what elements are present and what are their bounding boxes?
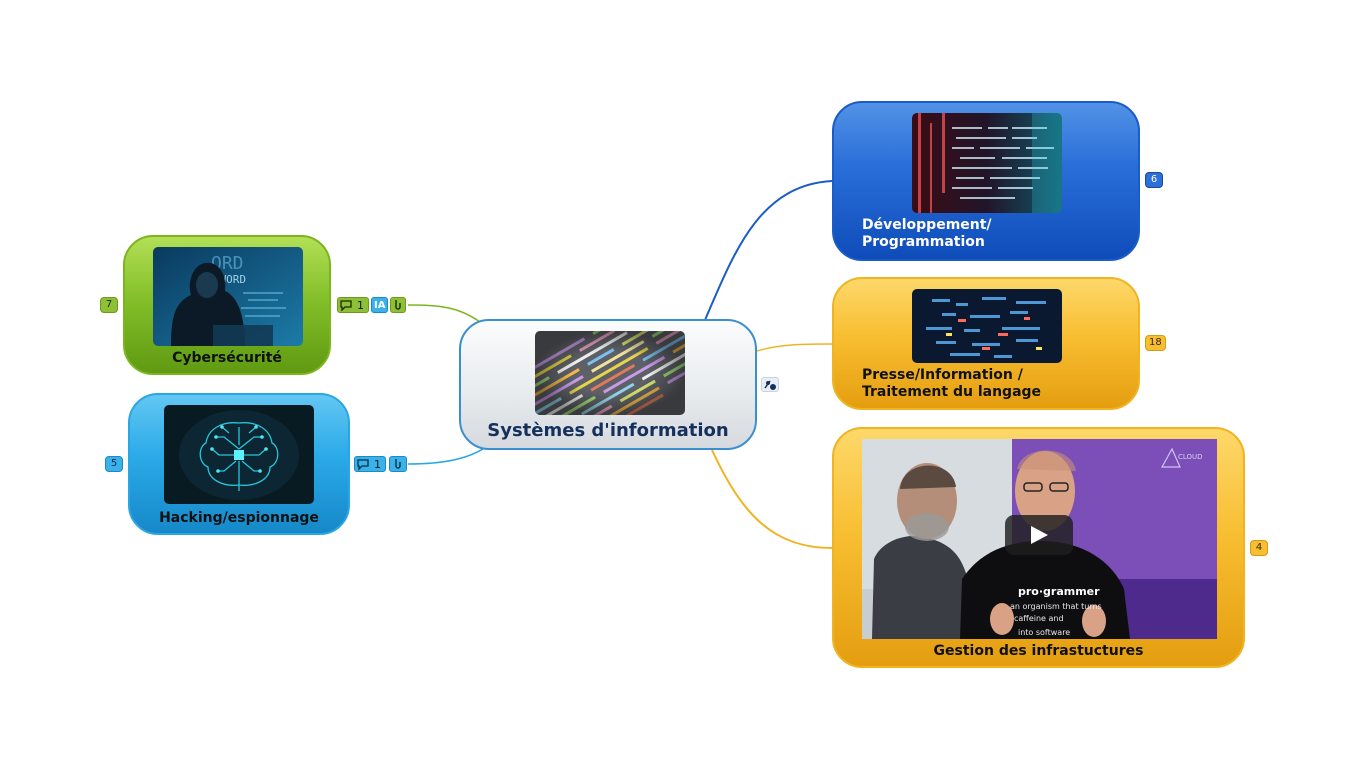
topic-presse-title: Presse/Information / Traitement du langa… bbox=[862, 367, 1041, 401]
cyber-comment-chip[interactable]: 1 bbox=[337, 297, 369, 313]
link-center-presse bbox=[756, 343, 833, 352]
shirt-line1-text: an organism that turns bbox=[1010, 602, 1102, 611]
shirt-line2-text: caffeine and bbox=[1014, 614, 1064, 623]
logo-text: CLOUD bbox=[1178, 453, 1203, 461]
presse-title-line2: Traitement du langage bbox=[862, 384, 1042, 400]
link-center-dev bbox=[704, 180, 833, 321]
cloud-logo: CLOUD bbox=[1160, 447, 1203, 468]
attachment-icon bbox=[395, 300, 401, 310]
video-thumbnail[interactable]: pro·grammer an organism that turns caffe… bbox=[862, 439, 1217, 639]
circuit-brain-image bbox=[164, 405, 314, 504]
shirt-title-text: pro·grammer bbox=[1018, 585, 1100, 598]
topic-infrastructures-title: Gestion des infrastuctures bbox=[933, 643, 1144, 659]
dev-title-line2: Programmation bbox=[862, 234, 985, 250]
infra-count-badge[interactable]: 4 bbox=[1250, 540, 1268, 556]
topic-developpement-title: Développement/ Programmation bbox=[862, 217, 992, 251]
code-image bbox=[535, 331, 685, 415]
hacking-comment-chip[interactable]: 1 bbox=[354, 456, 386, 472]
topic-infrastructures[interactable]: pro·grammer an organism that turns caffe… bbox=[832, 427, 1245, 668]
hacking-count-badge[interactable]: 5 bbox=[105, 456, 123, 472]
data-stream-image bbox=[912, 289, 1062, 363]
shirt-line3-text: into software bbox=[1018, 628, 1070, 637]
attachment-icon bbox=[395, 459, 401, 469]
cyber-attachment-chip[interactable] bbox=[390, 297, 406, 313]
presse-count-badge[interactable]: 18 bbox=[1145, 335, 1166, 351]
topic-cybersecurite[interactable]: ORD PASSWORD Cybersécurité bbox=[123, 235, 331, 375]
code-screens-image bbox=[912, 113, 1062, 213]
topic-hacking-title: Hacking/espionnage bbox=[159, 510, 319, 526]
ai-tag-icon[interactable]: IA bbox=[371, 297, 388, 313]
link-center-infra bbox=[711, 449, 833, 549]
comment-icon bbox=[340, 300, 352, 312]
topic-hacking[interactable]: Hacking/espionnage bbox=[128, 393, 350, 535]
hooded-hacker-image: ORD PASSWORD bbox=[153, 247, 303, 346]
topic-cybersecurite-title: Cybersécurité bbox=[172, 350, 282, 366]
ai-tag-label: IA bbox=[374, 300, 386, 311]
topic-developpement[interactable]: Développement/ Programmation bbox=[832, 101, 1140, 261]
central-topic-node[interactable]: Systèmes d'information bbox=[459, 319, 757, 450]
comment-icon bbox=[357, 459, 369, 471]
hacking-comment-count: 1 bbox=[374, 458, 381, 471]
play-icon bbox=[1031, 526, 1048, 544]
play-button[interactable] bbox=[1005, 515, 1073, 555]
presse-title-line1: Presse/Information / bbox=[862, 367, 1023, 383]
cyber-count-badge[interactable]: 7 bbox=[100, 297, 118, 313]
link-center-cyber bbox=[407, 304, 485, 326]
dev-count-badge[interactable]: 6 bbox=[1145, 172, 1163, 188]
hacking-attachment-chip[interactable] bbox=[389, 456, 407, 472]
central-topic-title: Systèmes d'information bbox=[487, 420, 729, 441]
dev-title-line1: Développement/ bbox=[862, 217, 992, 233]
relationship-icon[interactable] bbox=[761, 377, 779, 392]
cyber-comment-count: 1 bbox=[357, 299, 364, 312]
topic-presse[interactable]: Presse/Information / Traitement du langa… bbox=[832, 277, 1140, 410]
